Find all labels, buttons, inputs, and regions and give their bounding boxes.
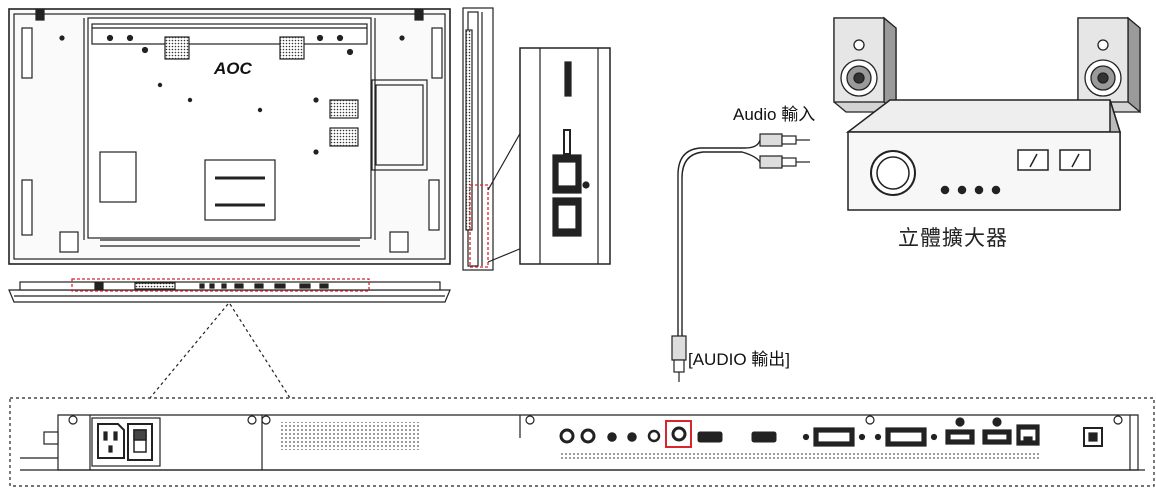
amplifier-label: 立體擴大器: [898, 227, 1008, 250]
speaker-left-icon: [833, 16, 897, 114]
rca-cable: [677, 139, 761, 336]
monitor-back-view: [8, 8, 451, 265]
audio-out-highlight: [665, 420, 692, 448]
bottom-ports-panel: [9, 397, 1155, 487]
audio-output-label: [AUDIO 輸出]: [688, 350, 791, 369]
power-switch-icon: [127, 423, 153, 461]
monitor-bottom-view: [8, 278, 451, 303]
monitor-side-view: [462, 7, 523, 271]
speaker-right-icon: [1077, 16, 1141, 114]
rca-plug-output-icon: [671, 335, 687, 382]
ethernet-port-icon: [1016, 424, 1040, 446]
stereo-amplifier: [845, 99, 1122, 211]
brand-logo: AOC: [213, 59, 253, 78]
rca-plug-icon: [759, 133, 810, 169]
audio-input-label: Audio 輸入: [733, 105, 816, 124]
side-ports-zoom: [519, 47, 611, 265]
